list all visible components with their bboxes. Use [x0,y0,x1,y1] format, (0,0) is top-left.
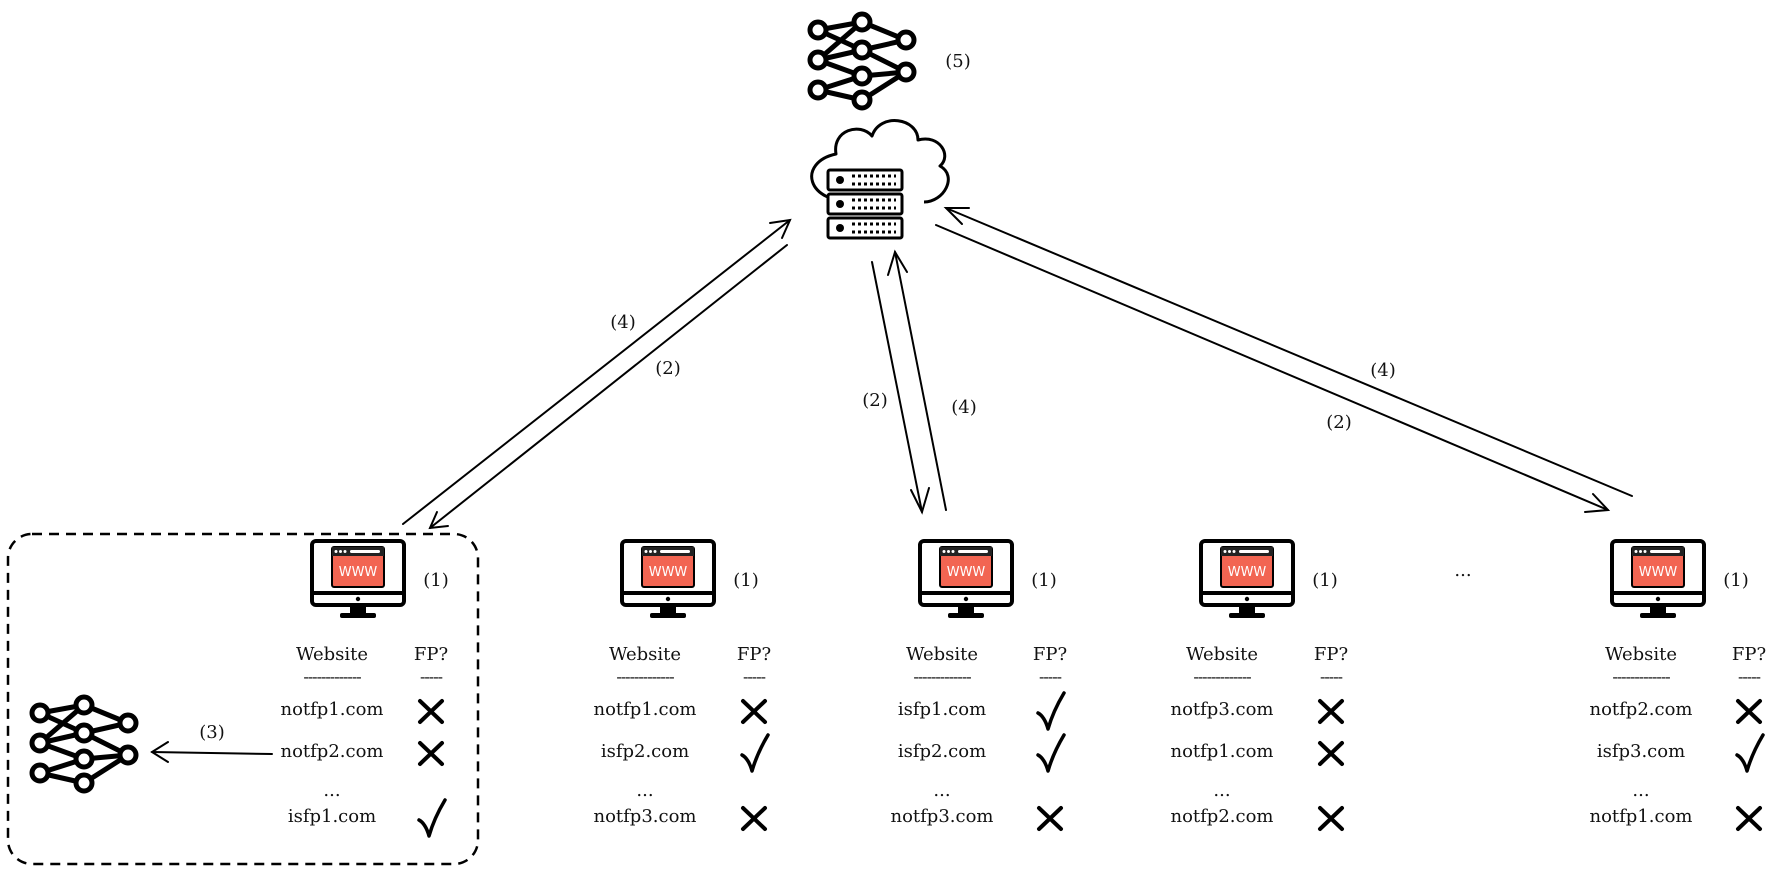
client-step-label: (1) [733,570,759,591]
website-cell: notfp3.com [1170,699,1273,720]
checkmark-icon [1036,733,1066,773]
website-cell: notfp1.com [1589,806,1692,827]
cross-icon [1318,699,1344,724]
monitor-www-icon [1610,539,1706,620]
website-column-rule: ------------- [913,667,971,686]
arrow-label-client1-download: (2) [655,358,681,379]
fp-column-rule: ----- [1039,667,1062,686]
fp-column-header: FP? [414,644,448,665]
arrow-label-client5-download: (2) [1326,412,1352,433]
website-cell: isfp2.com [601,741,689,762]
monitor-www-icon [918,539,1014,620]
more-rows-ellipsis: ... [636,780,653,801]
cross-icon [1318,741,1344,766]
cross-icon [1736,699,1762,724]
cross-icon [741,699,767,724]
more-clients-ellipsis: ... [1454,560,1471,581]
more-rows-ellipsis: ... [323,780,340,801]
client-step-label: (1) [1723,570,1749,591]
website-cell: notfp2.com [280,741,383,762]
cloud-server-icon [810,119,950,240]
fp-column-header: FP? [1314,644,1348,665]
client-step-label: (1) [1312,570,1338,591]
cross-icon [418,699,444,724]
website-column-header: Website [296,644,368,665]
website-cell: isfp1.com [288,806,376,827]
client-step-label: (1) [423,570,449,591]
website-column-rule: ------------- [1193,667,1251,686]
website-cell: notfp1.com [593,699,696,720]
checkmark-icon [417,798,447,838]
client-step-label: (1) [1031,570,1057,591]
arrow-label-client3-download: (2) [862,390,888,411]
monitor-www-icon [310,539,406,620]
arrow-label-client1-upload: (4) [610,312,636,333]
fp-column-header: FP? [1033,644,1067,665]
website-cell: isfp3.com [1597,741,1685,762]
fp-column-header: FP? [1732,644,1766,665]
cross-icon [1736,806,1762,831]
website-column-header: Website [1605,644,1677,665]
fp-column-rule: ----- [1320,667,1343,686]
cross-icon [1318,806,1344,831]
fp-column-rule: ----- [420,667,443,686]
website-column-header: Website [609,644,681,665]
cross-icon [741,806,767,831]
checkmark-icon [1036,691,1066,731]
monitor-www-icon [1199,539,1295,620]
more-rows-ellipsis: ... [1632,780,1649,801]
global-model-step-label: (5) [945,51,971,72]
website-column-rule: ------------- [616,667,674,686]
fp-column-header: FP? [737,644,771,665]
more-rows-ellipsis: ... [1213,780,1230,801]
global-model-neural-network-icon [810,14,914,108]
website-cell: notfp3.com [593,806,696,827]
local-client-boundary [6,532,480,866]
more-rows-ellipsis: ... [933,780,950,801]
fp-column-rule: ----- [743,667,766,686]
checkmark-icon [740,733,770,773]
arrows [150,207,1633,763]
website-cell: notfp3.com [890,806,993,827]
checkmark-icon [1735,733,1765,773]
arrow-label-client5-upload: (4) [1370,360,1396,381]
website-column-rule: ------------- [303,667,361,686]
monitor-www-icon [620,539,716,620]
arrow-label-client3-upload: (4) [951,397,977,418]
cross-icon [418,741,444,766]
website-cell: notfp2.com [1170,806,1273,827]
cross-icon [1037,806,1063,831]
website-cell: notfp2.com [1589,699,1692,720]
website-column-header: Website [906,644,978,665]
fp-column-rule: ----- [1738,667,1761,686]
website-cell: isfp2.com [898,741,986,762]
website-column-header: Website [1186,644,1258,665]
local-model-neural-network-icon [32,697,136,791]
website-cell: isfp1.com [898,699,986,720]
website-cell: notfp1.com [280,699,383,720]
arrow-label-local-training: (3) [199,722,225,743]
website-column-rule: ------------- [1612,667,1670,686]
website-cell: notfp1.com [1170,741,1273,762]
